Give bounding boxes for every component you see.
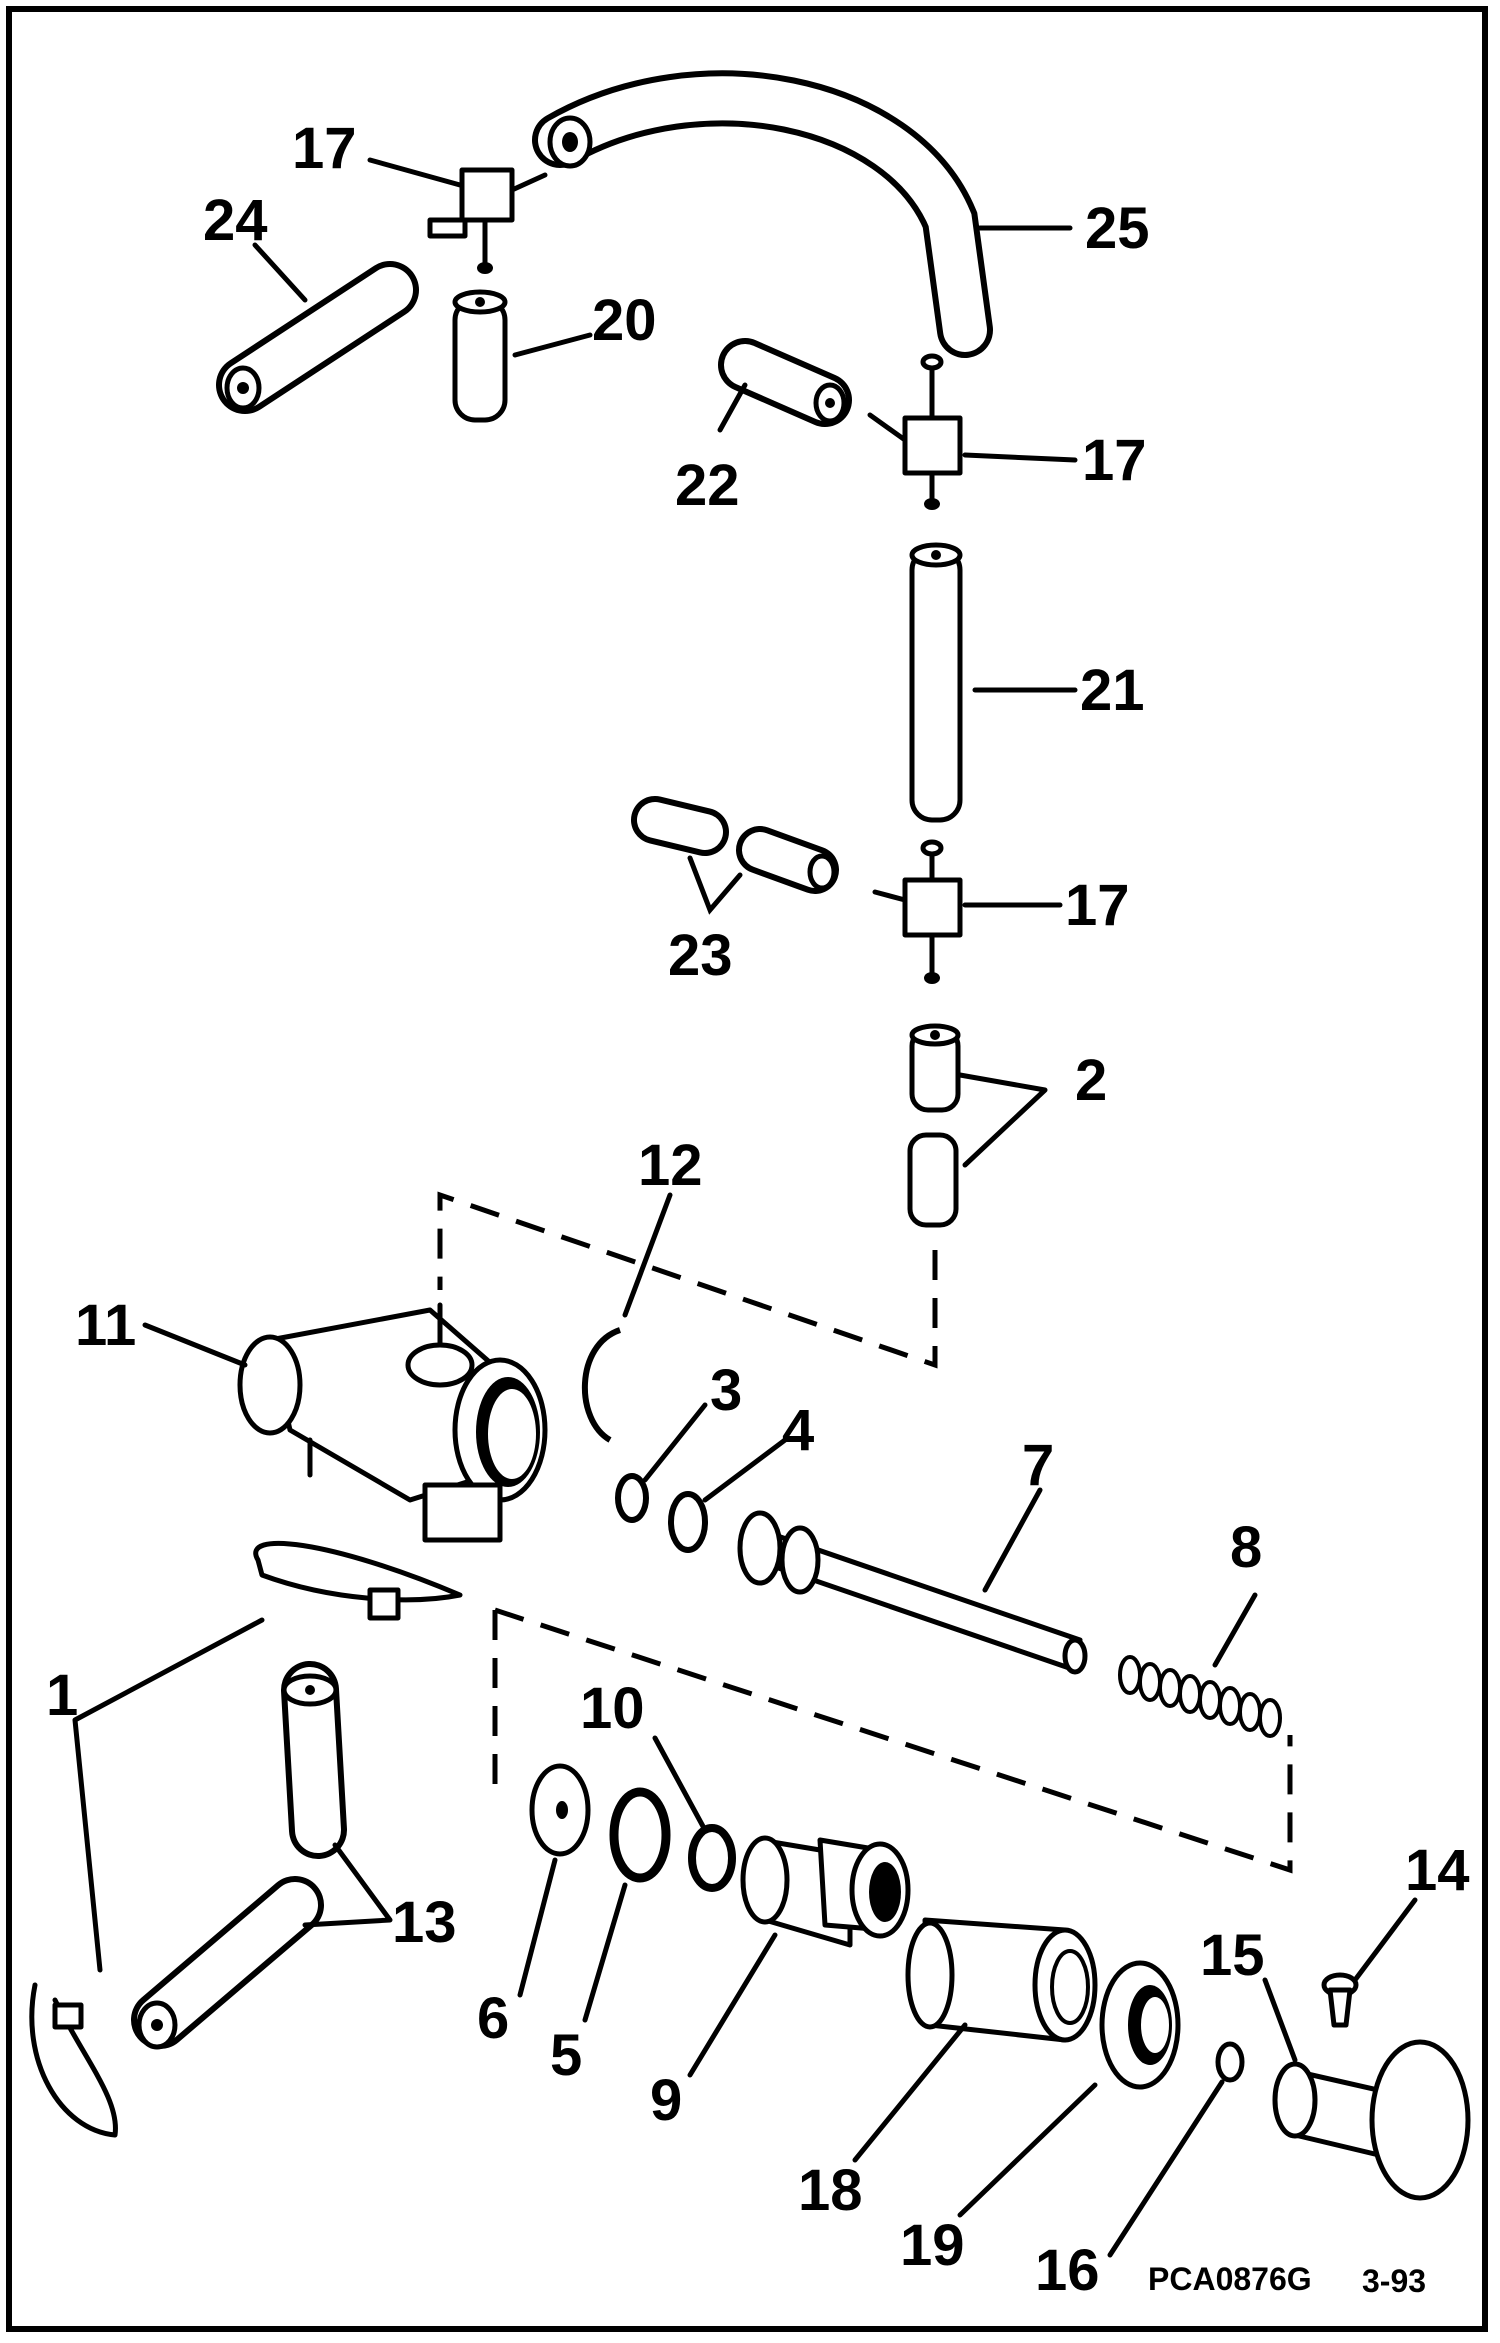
callout-17-top: 17 xyxy=(292,116,357,181)
callout-16: 16 xyxy=(1035,2238,1100,2303)
callout-20: 20 xyxy=(592,288,657,353)
callout-10: 10 xyxy=(580,1676,645,1741)
part-8-spring xyxy=(1118,1655,1282,1738)
part-1-hose-clamp-lower xyxy=(29,1982,118,2138)
callout-23: 23 xyxy=(668,923,733,988)
part-21-hose xyxy=(909,542,963,823)
callout-22: 22 xyxy=(675,453,740,518)
callout-5: 5 xyxy=(550,2023,582,2088)
part-4-o-ring xyxy=(668,1491,708,1553)
leader-lines xyxy=(72,157,1418,2258)
callout-21: 21 xyxy=(1080,658,1145,723)
part-23-hoses xyxy=(631,796,839,894)
part-17-tee-fitting-lower xyxy=(872,839,963,984)
part-2-hoses xyxy=(907,1023,961,1228)
part-3-o-ring xyxy=(615,1473,649,1523)
part-17-tee-fitting-middle xyxy=(867,353,963,510)
part-24-hose xyxy=(216,261,419,414)
callout-11: 11 xyxy=(75,1293,136,1358)
callout-3: 3 xyxy=(710,1358,742,1423)
figure-date: 3-93 xyxy=(1362,2263,1426,2299)
part-20-hose xyxy=(452,289,508,423)
part-9-fitting xyxy=(740,1835,911,1948)
part-1-hose-clamp-upper xyxy=(253,1540,463,1621)
callout-19: 19 xyxy=(900,2213,965,2278)
part-12-retaining-ring xyxy=(581,1327,622,1443)
part-10-o-ring xyxy=(688,1824,736,1892)
page-border xyxy=(6,6,1488,2332)
part-7-valve-stem xyxy=(737,1510,1088,1675)
part-19-retainer xyxy=(1099,1960,1181,2090)
dashed-connection-upper xyxy=(437,1191,938,1369)
part-11-valve-body xyxy=(237,1302,548,1543)
callout-1: 1 xyxy=(46,1663,78,1728)
callout-18: 18 xyxy=(798,2158,863,2223)
callout-4: 4 xyxy=(782,1398,814,1463)
callout-6: 6 xyxy=(477,1986,509,2051)
callout-14: 14 xyxy=(1405,1838,1470,1903)
part-13-hoses xyxy=(131,1661,347,2050)
part-22-hose xyxy=(718,338,852,427)
part-14-screw xyxy=(1321,1972,1359,2028)
part-16-o-ring xyxy=(1215,2041,1245,2083)
callout-2: 2 xyxy=(1075,1048,1107,1113)
callout-8: 8 xyxy=(1230,1515,1262,1580)
callout-13: 13 xyxy=(392,1890,457,1955)
part-5-o-ring xyxy=(609,1787,671,1883)
figure-code: PCA0876G xyxy=(1148,2261,1312,2297)
callout-12: 12 xyxy=(638,1133,703,1198)
part-15-knob xyxy=(1272,2039,1471,2201)
callout-25: 25 xyxy=(1085,196,1150,261)
callout-24: 24 xyxy=(203,188,268,253)
callout-17-middle: 17 xyxy=(1082,428,1147,493)
part-6-washer xyxy=(529,1763,591,1857)
part-17-tee-fitting-top xyxy=(427,167,548,274)
callout-9: 9 xyxy=(650,2068,682,2133)
part-18-nut xyxy=(905,1917,1098,2043)
callout-15: 15 xyxy=(1200,1923,1265,1988)
callout-7: 7 xyxy=(1022,1433,1054,1498)
dashed-connection-lower xyxy=(492,1607,1293,1874)
callout-17-lower: 17 xyxy=(1065,873,1130,938)
part-25-hose xyxy=(532,70,993,358)
